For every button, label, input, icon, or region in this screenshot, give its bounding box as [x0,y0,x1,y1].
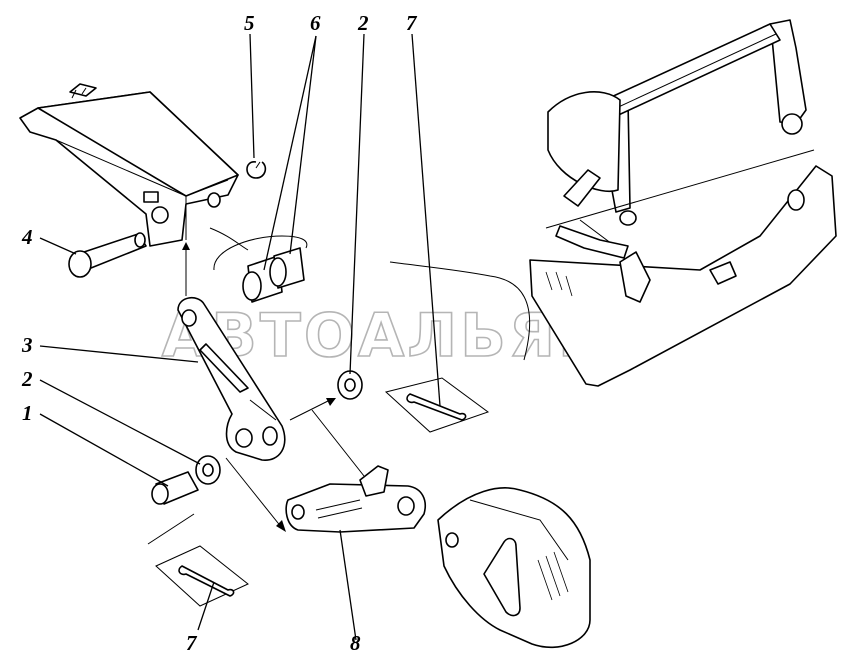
bracket-part [19,83,239,247]
link-part-3 [177,297,286,461]
pin-part-1 [151,471,199,505]
callout-7-top: 7 [406,11,418,35]
cotter-pin-left [155,545,249,607]
callout-5: 5 [244,11,255,35]
washer-part-2-right [337,370,363,400]
callout-4: 4 [21,225,33,249]
callout-7-bottom: 7 [186,631,198,655]
callout-1: 1 [22,401,33,425]
callout-2-top: 2 [357,11,369,35]
mounting-block [437,487,591,649]
clevis-part-8 [285,465,426,533]
callout-2-left: 2 [21,367,33,391]
leader-lines [39,33,441,641]
pin-part-4 [68,232,147,278]
bushings-part-6 [209,227,308,303]
callout-8: 8 [350,631,361,655]
callout-6: 6 [310,11,321,35]
circlip-part-5 [246,161,267,179]
washer-part-2-left [195,455,221,485]
assembly-arrows [147,242,365,545]
callout-labels: 5 6 2 7 4 3 2 1 7 8 [21,11,418,655]
callout-3: 3 [21,333,33,357]
machine-frame [389,19,837,387]
cotter-pin-right [384,377,490,433]
